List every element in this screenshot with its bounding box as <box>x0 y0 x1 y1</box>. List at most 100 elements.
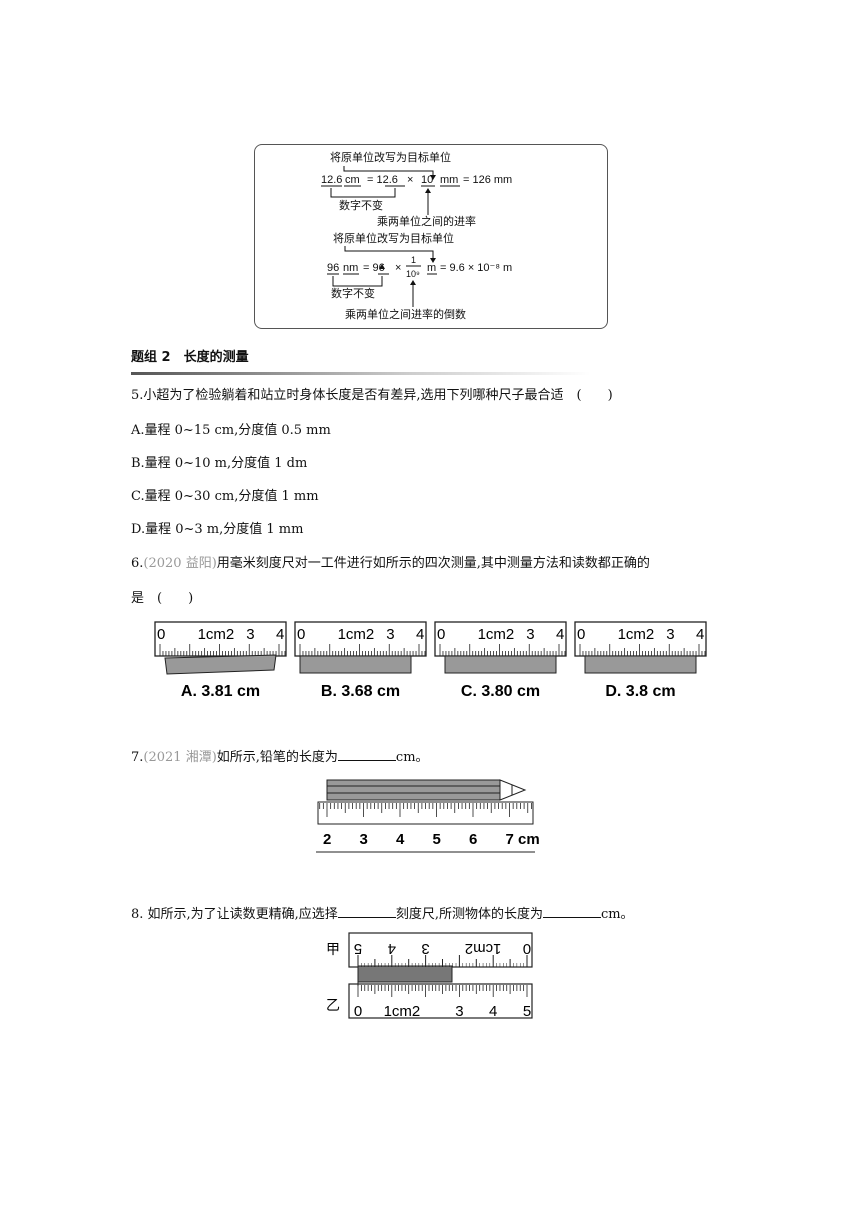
eq2-b: nm <box>343 262 358 274</box>
q6-ruler-label: 1cm2 <box>338 626 375 643</box>
eq1-g: = 126 mm <box>463 174 512 186</box>
q8-stem-a: 8. 如所示,为了让读数更精确,应选择 <box>131 907 338 922</box>
jia-label: 1cm2 <box>465 940 502 957</box>
q6-workpiece <box>299 655 412 674</box>
eq1-d: × <box>407 174 413 186</box>
yi-label: 5 <box>523 1003 531 1020</box>
eq1-e: 10 <box>421 174 433 186</box>
q7-pencil-ruler-figure: 2 3 4 5 6 7 cm <box>316 779 540 853</box>
q6-panel-a: 0 1cm2 3 4 A. 3.81 cm <box>154 621 287 700</box>
eq2-e: 1 <box>411 255 416 265</box>
q7-number: 7. <box>131 750 144 765</box>
eq2-c: = 96 <box>363 262 385 274</box>
diagram-keep1: 数字不变 <box>339 198 383 212</box>
q6-stem-line2: 是 ( ) <box>131 591 194 606</box>
q6-ruler-label: 1cm2 <box>198 626 235 643</box>
q5-option-c[interactable]: C.量程 0~30 cm,分度值 1 mm <box>131 489 319 504</box>
q6-ruler-label: 0 <box>437 626 445 643</box>
yi-label: 4 <box>489 1003 497 1020</box>
q7-tick-label: 4 <box>396 831 405 848</box>
diagram-mult1: 乘两单位之间的进率 <box>377 214 476 228</box>
eq2-h: = 9.6 × 10⁻⁸ m <box>440 262 512 274</box>
measured-object <box>357 965 453 983</box>
q8-rulers-figure: 甲 乙 5 4 3 1cm2 0 0 1cm2 3 4 5 <box>326 932 533 1020</box>
q6-stem: 6.(2020 益阳)用毫米刻度尺对一工件进行如所示的四次测量,其中测量方法和读… <box>131 555 650 573</box>
pencil-body <box>326 779 501 801</box>
q6-workpiece <box>444 655 557 674</box>
q8-stem: 8. 如所示,为了让读数更精确,应选择 刻度尺,所测物体的长度为 cm。 <box>131 905 634 924</box>
q6-ruler-label: 0 <box>577 626 585 643</box>
jia-ruler <box>348 932 533 968</box>
q8-answer-blank-1[interactable] <box>337 905 396 918</box>
q8-stem-b: 刻度尺,所测物体的长度为 <box>395 907 543 922</box>
q7-tick-label: 2 <box>323 831 331 848</box>
q5-option-b[interactable]: B.量程 0~10 m,分度值 1 dm <box>131 456 308 471</box>
q6-caption-b: B. 3.68 cm <box>321 683 400 700</box>
jia-label: 3 <box>421 940 429 957</box>
q7-tick-label: 5 <box>433 831 441 848</box>
jia-label: 0 <box>523 940 531 957</box>
q6-stem-text: 用毫米刻度尺对一工件进行如所示的四次测量,其中测量方法和读数都正确的 <box>216 556 650 571</box>
q6-ruler-label: 0 <box>157 626 165 643</box>
q6-ruler-label: 4 <box>276 626 284 643</box>
q5-stem: 5.小超为了检验躺着和站立时身体长度是否有差异,选用下列哪种尺子最合适 ( ) <box>131 388 613 403</box>
q6-panel-d: 0 1cm2 3 4 D. 3.8 cm <box>574 621 707 700</box>
q6-caption-a: A. 3.81 cm <box>181 683 260 700</box>
q8-answer-blank-2[interactable] <box>542 905 601 918</box>
q8-jia-label: 甲 <box>326 942 340 958</box>
jia-label: 4 <box>388 940 396 957</box>
q6-caption-c: C. 3.80 cm <box>461 683 540 700</box>
q7-stem-b: cm。 <box>395 750 429 765</box>
eq2-g: m <box>427 262 436 274</box>
q7-tick-label: 3 <box>360 831 368 848</box>
yi-label: 3 <box>455 1003 463 1020</box>
q7-tick-label: 6 <box>469 831 477 848</box>
q6-caption-d: D. 3.8 cm <box>605 683 675 700</box>
q6-ruler-label: 4 <box>416 626 424 643</box>
q7-source: (2021 湘潭) <box>143 750 217 765</box>
q6-panel-c: 0 1cm2 3 4 C. 3.80 cm <box>434 621 567 700</box>
q5-option-d[interactable]: D.量程 0~3 m,分度值 1 mm <box>131 522 304 537</box>
diagram-label-top1: 将原单位改写为目标单位 <box>330 150 451 164</box>
eq2-d: × <box>395 262 401 274</box>
q8-yi-label: 乙 <box>326 998 340 1014</box>
q6-ruler-label: 0 <box>297 626 305 643</box>
q6-ruler-label: 1cm2 <box>478 626 515 643</box>
q6-ruler-label: 3 <box>386 626 394 643</box>
section-title: 题组 2 长度的测量 <box>131 350 249 365</box>
q6-workpiece <box>584 655 697 674</box>
q6-ruler-label: 4 <box>556 626 564 643</box>
q7-answer-blank[interactable] <box>337 748 396 761</box>
q6-rulers-figure: 0 1cm2 3 4 A. 3.81 cm 0 1cm2 3 4 B. 3.68 cm 0 1cm2 3… <box>154 621 707 700</box>
eq1-a: 12.6 <box>321 174 342 186</box>
q6-number: 6. <box>131 556 144 571</box>
yi-ruler <box>348 983 533 1019</box>
diagram-mult2: 乘两单位之间进率的倒数 <box>345 307 466 321</box>
diagram-keep2: 数字不变 <box>331 286 375 300</box>
q7-ruler <box>317 801 534 825</box>
q7-stem: 7.(2021 湘潭)如所示,铅笔的长度为 cm。 <box>131 748 429 767</box>
q7-stem-a: 如所示,铅笔的长度为 <box>216 750 338 765</box>
yi-label: 1cm2 <box>384 1003 421 1020</box>
q6-workpiece <box>164 654 277 675</box>
q6-source: (2020 益阳) <box>143 556 217 571</box>
q6-ruler-label: 3 <box>246 626 254 643</box>
eq1-b: cm <box>345 174 360 186</box>
q6-ruler-label: 4 <box>696 626 704 643</box>
jia-label: 5 <box>354 940 362 957</box>
q5-option-a[interactable]: A.量程 0~15 cm,分度值 0.5 mm <box>131 423 331 438</box>
eq1-f: mm <box>440 174 458 186</box>
q6-ruler-label: 1cm2 <box>618 626 655 643</box>
q6-panel-b: 0 1cm2 3 4 B. 3.68 cm <box>294 621 427 700</box>
eq1-c: = 12.6 <box>367 174 398 186</box>
eq2-a: 96 <box>327 262 339 274</box>
q8-stem-c: cm。 <box>600 907 634 922</box>
q6-ruler-label: 3 <box>666 626 674 643</box>
section-underline <box>131 372 591 375</box>
yi-label: 0 <box>354 1003 362 1020</box>
diagram-label-top2: 将原单位改写为目标单位 <box>333 231 454 245</box>
q6-ruler-label: 3 <box>526 626 534 643</box>
unit-conversion-diagram: 将原单位改写为目标单位 12.6 cm = 12.6 × 10 mm = 126… <box>254 144 608 329</box>
q7-tick-label: 7 cm <box>506 831 540 848</box>
eq2-f: 10⁹ <box>406 269 420 279</box>
